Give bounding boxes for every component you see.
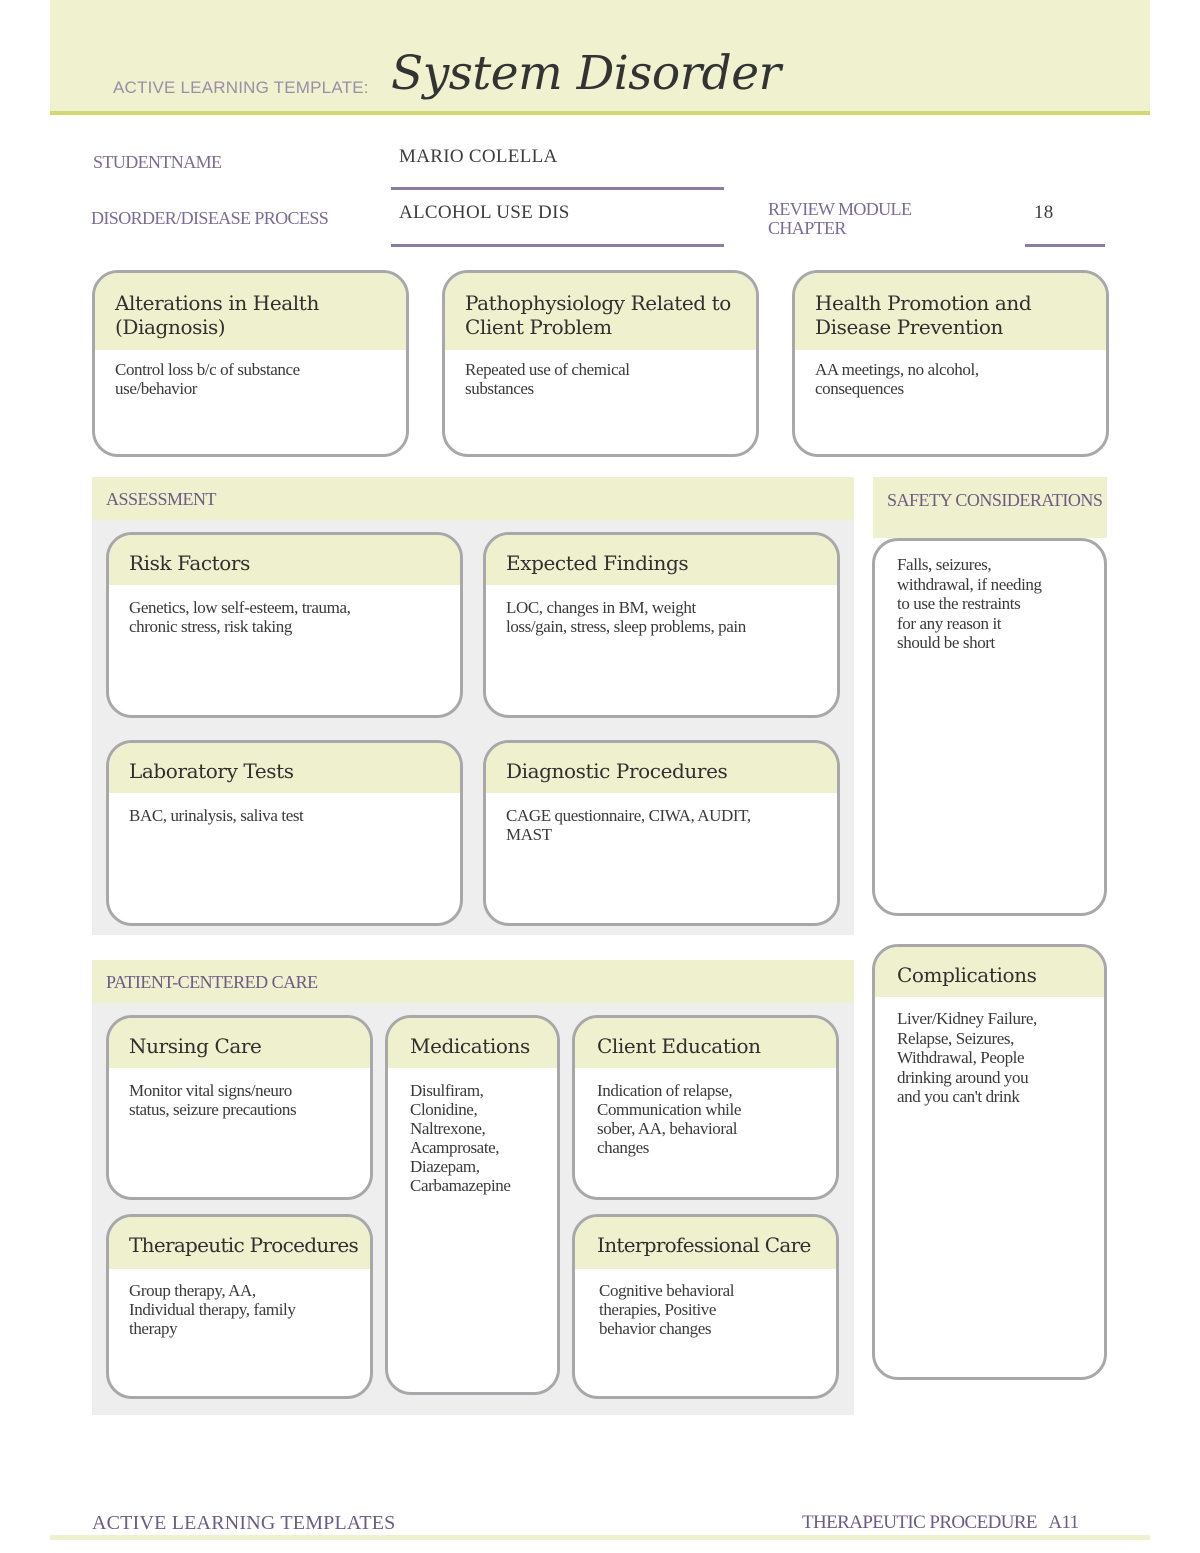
diagnostic-procedures-field[interactable]: CAGE questionnaire, CIWA, AUDIT, MAST (506, 806, 751, 844)
student-name-underline (391, 187, 724, 190)
alterations-in-health-field[interactable]: Control loss b/c of substance use/behavi… (115, 360, 300, 398)
complications-box: Complications Liver/Kidney Failure, Rela… (872, 944, 1107, 1380)
review-module-field[interactable]: 18 (1034, 202, 1054, 223)
disorder-label: DISORDER/DISEASE PROCESS (91, 208, 329, 228)
review-module-label: REVIEW MODULE CHAPTER (768, 199, 912, 238)
expected-findings-field[interactable]: LOC, changes in BM, weight loss/gain, st… (506, 598, 746, 636)
box-title: Therapeutic Procedures (109, 1217, 370, 1269)
pathophysiology-field[interactable]: Repeated use of chemical substances (465, 360, 630, 398)
expected-findings-box: Expected Findings LOC, changes in BM, we… (483, 532, 840, 718)
header-band (50, 0, 1150, 112)
box-title: Health Promotion and Disease Prevention (795, 273, 1106, 350)
header-rule (50, 111, 1150, 115)
alterations-in-health-box: Alterations in Health (Diagnosis) Contro… (92, 270, 409, 457)
therapeutic-procedures-box: Therapeutic Procedures Group therapy, AA… (106, 1214, 373, 1399)
student-name-field[interactable]: MARIO COLELLA (399, 146, 558, 167)
laboratory-tests-box: Laboratory Tests BAC, urinalysis, saliva… (106, 740, 463, 926)
diagnostic-procedures-box: Diagnostic Procedures CAGE questionnaire… (483, 740, 840, 926)
therapeutic-procedures-field[interactable]: Group therapy, AA, Individual therapy, f… (129, 1281, 296, 1338)
box-title: Pathophysiology Related to Client Proble… (445, 273, 756, 350)
template-label: ACTIVE LEARNING TEMPLATE: (113, 78, 369, 97)
medications-box: Medications Disulfiram, Clonidine, Naltr… (385, 1015, 560, 1395)
client-education-field[interactable]: Indication of relapse, Communication whi… (597, 1081, 741, 1157)
footer-rule (50, 1535, 1150, 1540)
box-title: Nursing Care (109, 1018, 370, 1068)
interprofessional-care-box: Interprofessional Care Cognitive behavio… (572, 1214, 839, 1399)
laboratory-tests-field[interactable]: BAC, urinalysis, saliva test (129, 806, 304, 825)
patient-centered-care-heading: PATIENT-CENTERED CARE (92, 960, 854, 1003)
box-title: Risk Factors (109, 535, 460, 585)
footer-right-label: THERAPEUTIC PROCEDURE A11 (802, 1512, 1079, 1533)
nursing-care-field[interactable]: Monitor vital signs/neuro status, seizur… (129, 1081, 297, 1119)
footer-left-label: ACTIVE LEARNING TEMPLATES (92, 1512, 396, 1534)
client-education-box: Client Education Indication of relapse, … (572, 1015, 839, 1200)
disorder-field[interactable]: ALCOHOL USE DIS (399, 202, 570, 223)
box-title: Diagnostic Procedures (486, 743, 837, 793)
box-title: Medications (388, 1018, 557, 1068)
complications-field[interactable]: Liver/Kidney Failure, Relapse, Seizures,… (897, 1009, 1037, 1106)
box-title: Alterations in Health (Diagnosis) (95, 273, 406, 350)
student-name-label: STUDENTNAME (93, 152, 222, 172)
health-promotion-field[interactable]: AA meetings, no alcohol, consequences (815, 360, 979, 398)
box-title: Laboratory Tests (109, 743, 460, 793)
safety-considerations-box: Falls, seizures, withdrawal, if needing … (872, 538, 1107, 916)
risk-factors-box: Risk Factors Genetics, low self-esteem, … (106, 532, 463, 718)
nursing-care-box: Nursing Care Monitor vital signs/neuro s… (106, 1015, 373, 1200)
review-module-underline (1025, 244, 1105, 247)
box-title: Client Education (575, 1018, 836, 1068)
medications-field[interactable]: Disulfiram, Clonidine, Naltrexone, Acamp… (410, 1081, 511, 1195)
risk-factors-field[interactable]: Genetics, low self-esteem, trauma, chron… (129, 598, 351, 636)
box-title: Interprofessional Care (575, 1217, 836, 1269)
safety-considerations-heading: SAFETY CONSIDERATIONS (873, 477, 1107, 538)
page-title: System Disorder (391, 46, 781, 101)
health-promotion-box: Health Promotion and Disease Prevention … (792, 270, 1109, 457)
disorder-underline (391, 244, 724, 247)
interprofessional-care-field[interactable]: Cognitive behavioral therapies, Positive… (599, 1281, 735, 1338)
box-title: Complications (875, 947, 1104, 997)
assessment-heading: ASSESSMENT (92, 477, 854, 520)
safety-considerations-field[interactable]: Falls, seizures, withdrawal, if needing … (897, 555, 1042, 652)
pathophysiology-box: Pathophysiology Related to Client Proble… (442, 270, 759, 457)
box-title: Expected Findings (486, 535, 837, 585)
